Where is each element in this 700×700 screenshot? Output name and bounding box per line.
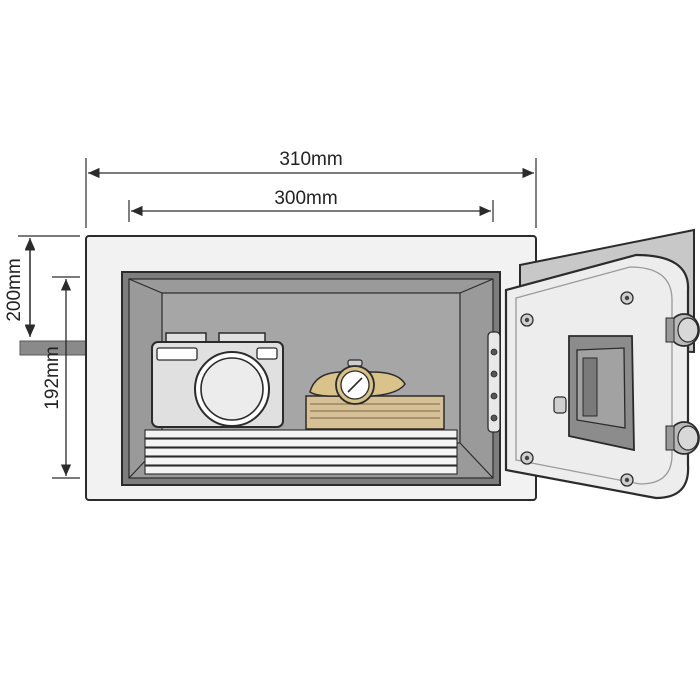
- interior-perspective-edge: [459, 442, 494, 479]
- electronic-lock-icon: [553, 335, 635, 452]
- paper-stack-icon: [144, 429, 458, 475]
- inner-width-dimension: 300mm: [128, 188, 494, 222]
- safe-illustration: [19, 228, 700, 501]
- paper-sheet: [144, 429, 458, 439]
- outer-height-dimension: 200mm: [4, 235, 80, 336]
- hinge-pin: [490, 370, 498, 378]
- interior-perspective-edge: [128, 278, 163, 294]
- wood-box-body: [305, 395, 445, 430]
- outer-width-label: 310mm: [279, 149, 342, 170]
- paper-sheet: [144, 438, 458, 448]
- watch-hand-hour: [347, 384, 356, 393]
- wristwatch-icon: [309, 359, 406, 405]
- bolt-face: [677, 425, 699, 451]
- hinge-icon: [487, 331, 501, 433]
- door-screw-center: [524, 317, 530, 323]
- door-screw-center: [624, 295, 630, 301]
- door-inner-border: [515, 266, 673, 485]
- door-screw-center: [624, 477, 630, 483]
- lock-slot: [582, 357, 598, 417]
- inner-height-label: 192mm: [42, 346, 63, 409]
- bolt-shaft: [665, 425, 675, 451]
- hinge-pin: [490, 392, 498, 400]
- bolt-shaft: [665, 317, 675, 343]
- inner-width-label: 300mm: [274, 188, 337, 209]
- locking-bolt-icon: [665, 313, 700, 455]
- hinge-pin: [490, 414, 498, 422]
- door-screw-center: [524, 455, 530, 461]
- interior-perspective-edge: [459, 278, 494, 294]
- hinge-plate: [487, 331, 501, 433]
- outer-width-dimension: 310mm: [85, 149, 537, 228]
- inner-height-dimension: 192mm: [42, 276, 80, 479]
- paper-sheet: [144, 447, 458, 457]
- wooden-box-icon: [305, 395, 445, 430]
- lock-key-handle: [553, 396, 567, 414]
- watch-hand-minute: [354, 377, 363, 386]
- outer-height-label: 200mm: [4, 258, 25, 321]
- camera-flash: [156, 347, 198, 361]
- paper-sheet: [144, 465, 458, 475]
- paper-sheet: [144, 456, 458, 466]
- camera-icon: [151, 332, 284, 428]
- camera-lens-inner: [200, 357, 264, 421]
- bolt-face: [677, 317, 699, 343]
- hinge-pin: [490, 348, 498, 356]
- camera-viewfinder: [256, 347, 278, 360]
